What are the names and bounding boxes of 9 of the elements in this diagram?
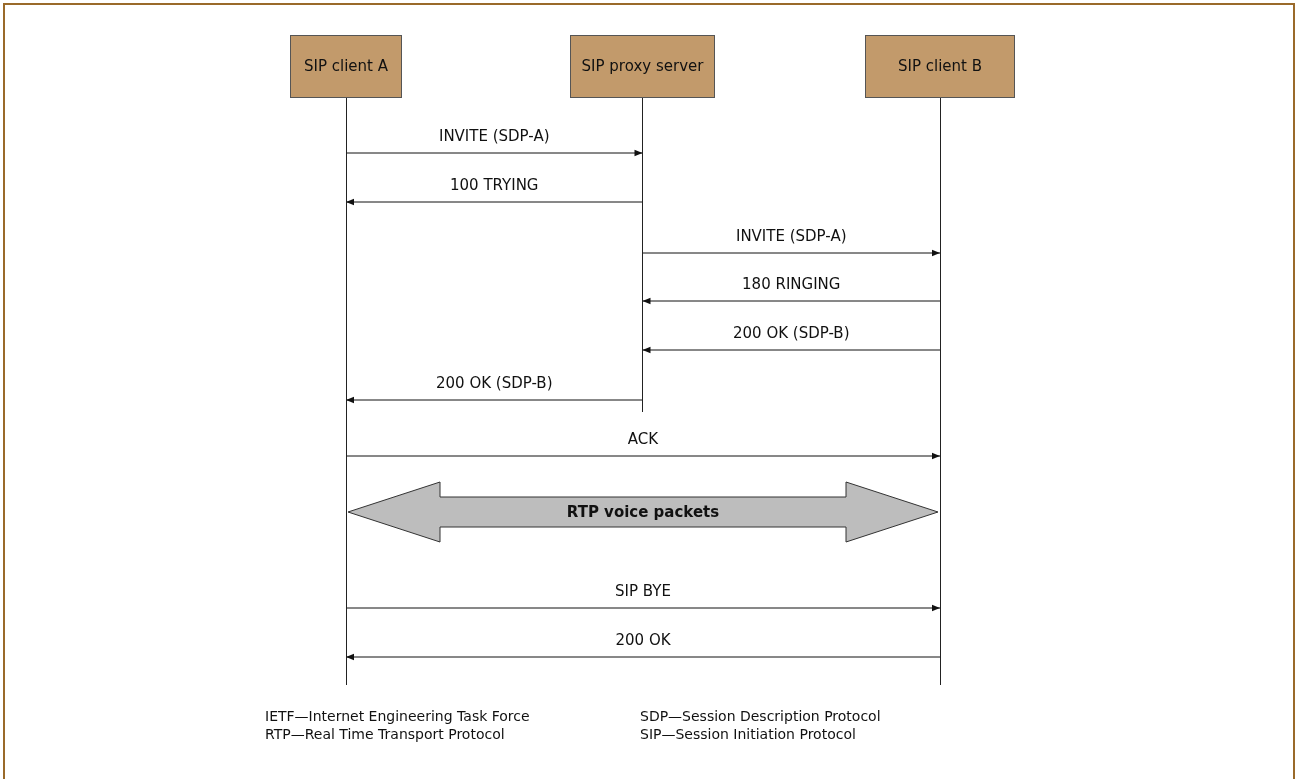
abbreviation-note: SIP—Session Initiation Protocol xyxy=(640,726,856,743)
message-label: 200 OK (SDP-B) xyxy=(434,374,555,392)
participant-box: SIP client A xyxy=(290,35,402,98)
participant-box: SIP client B xyxy=(865,35,1015,98)
abbreviation-note: IETF—Internet Engineering Task Force xyxy=(265,708,530,725)
participant-box: SIP proxy server xyxy=(570,35,715,98)
abbreviation-note: RTP—Real Time Transport Protocol xyxy=(265,726,505,743)
message-label: 200 OK (SDP-B) xyxy=(731,324,852,342)
abbreviation-note: SDP—Session Description Protocol xyxy=(640,708,881,725)
